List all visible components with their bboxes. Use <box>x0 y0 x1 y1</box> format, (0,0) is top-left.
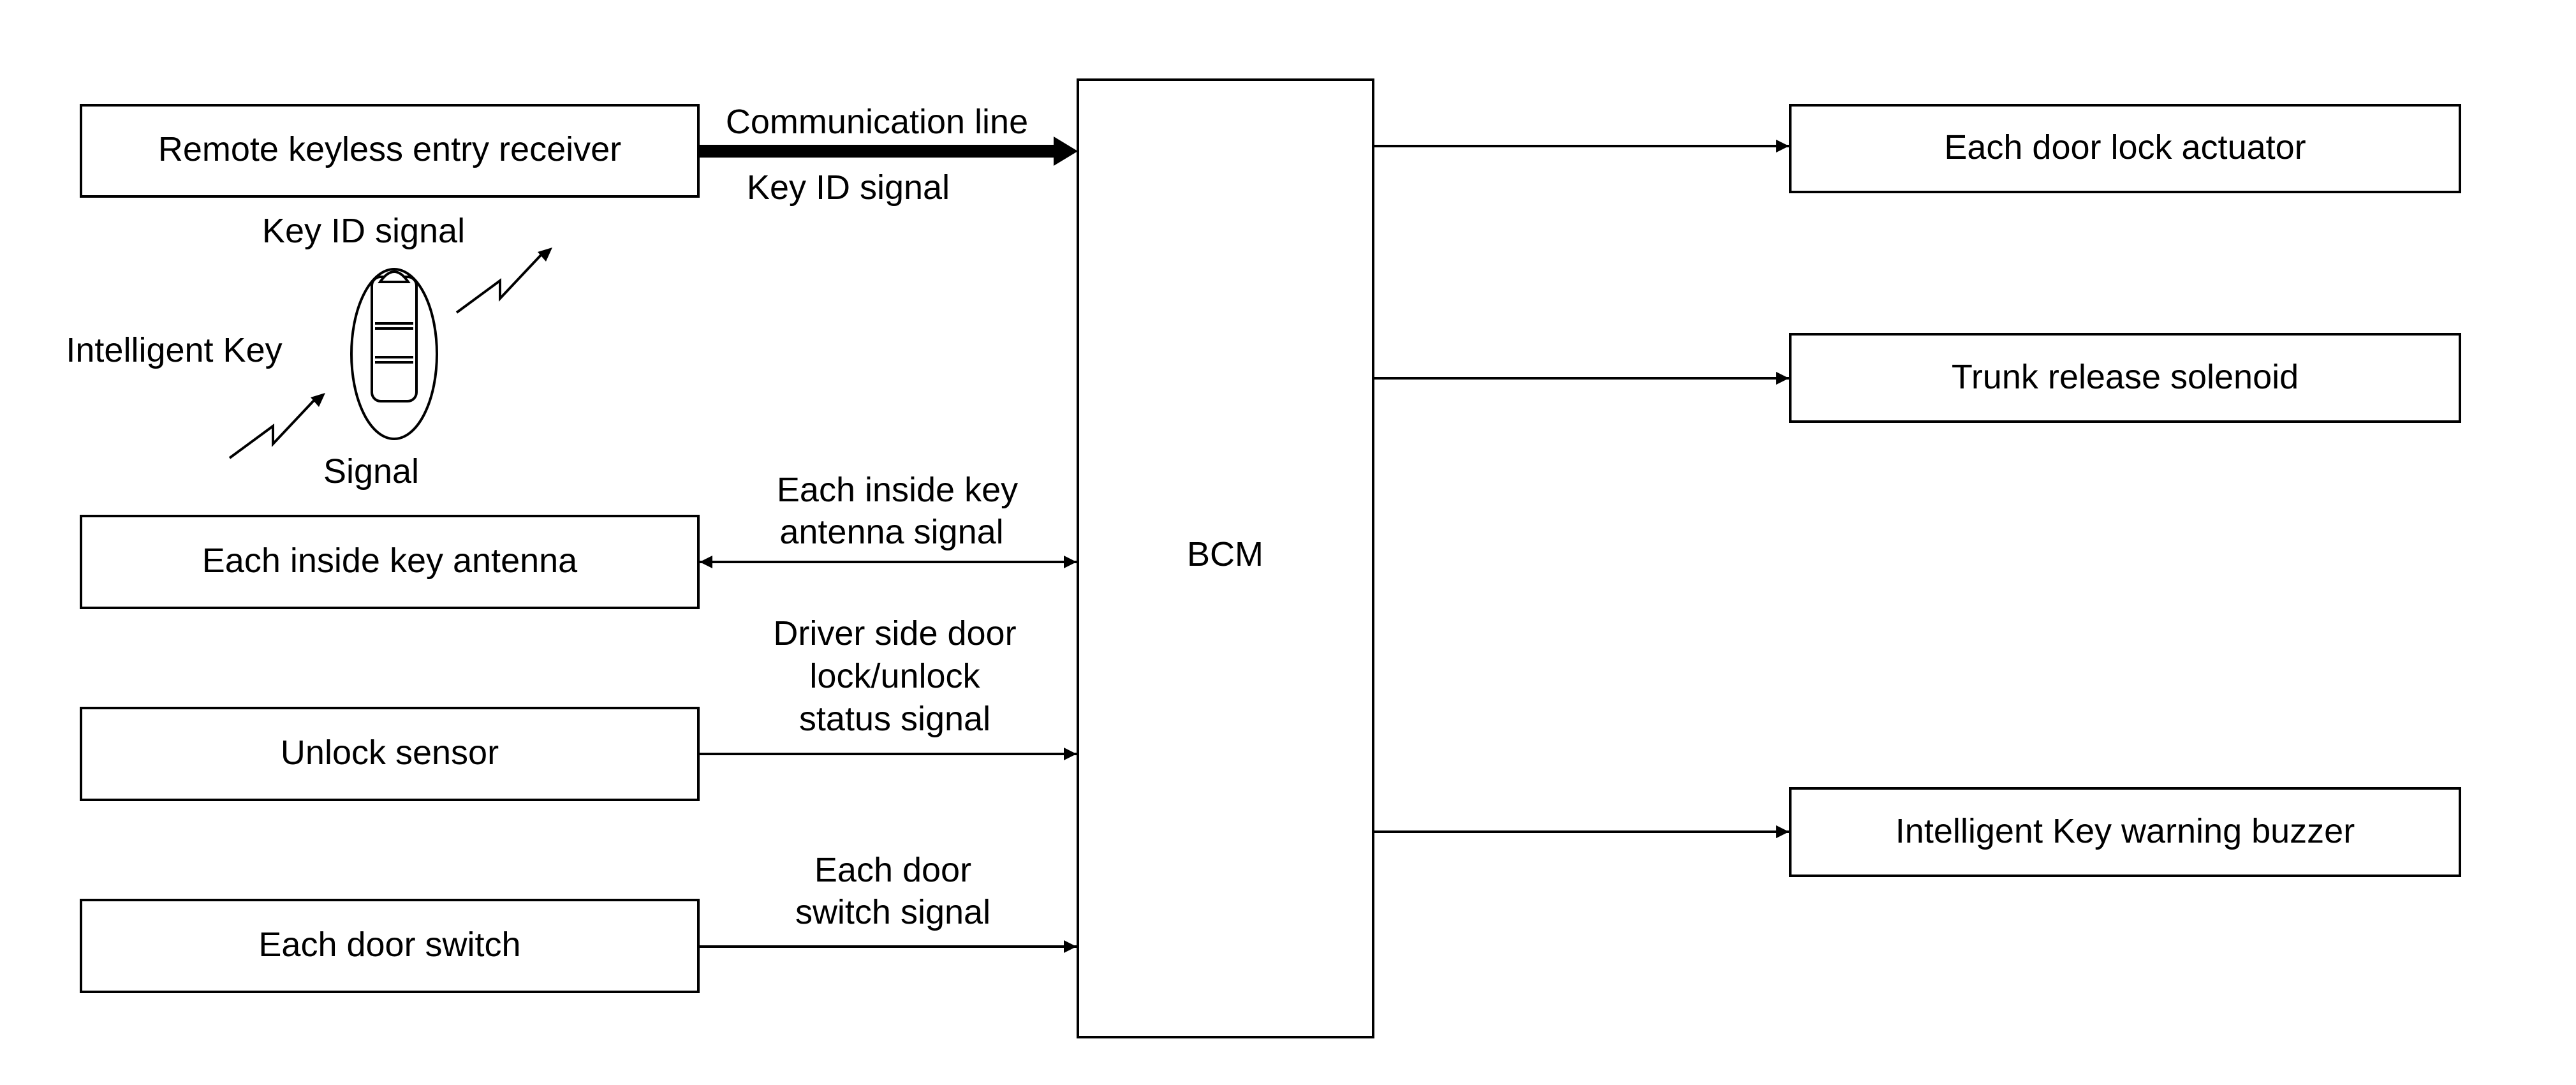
door-switch-box: Each door switch <box>80 899 700 993</box>
door-lock-actuator-label: Each door lock actuator <box>1944 128 2306 166</box>
door-switch-signal-label-line1: Each door <box>814 851 971 889</box>
door-lock-actuator-box: Each door lock actuator <box>1789 104 2461 193</box>
unlock-status-label-line2: lock/unlock <box>809 657 980 695</box>
warning-buzzer-box: Intelligent Key warning buzzer <box>1789 787 2461 877</box>
remote-keyless-entry-receiver-label: Remote keyless entry receiver <box>158 130 621 168</box>
key-fob-signal-label: Signal <box>323 452 419 491</box>
trunk-release-solenoid-label: Trunk release solenoid <box>1952 358 2299 396</box>
unlock-status-label-line3: status signal <box>799 700 990 738</box>
incoming-signal-zigzag-icon <box>228 393 325 459</box>
door-switch-label: Each door switch <box>258 926 520 964</box>
unlock-sensor-label: Unlock sensor <box>281 734 499 772</box>
unlock-sensor-box: Unlock sensor <box>80 707 700 801</box>
antenna-signal-label-line1: Each inside key <box>777 471 1018 509</box>
key-fob-key-id-label: Key ID signal <box>262 212 465 250</box>
inside-key-antenna-box: Each inside key antenna <box>80 515 700 609</box>
intelligent-key-fob-icon <box>350 268 438 440</box>
bcm-block: BCM <box>1077 78 1374 1038</box>
outgoing-key-id-zigzag-icon <box>455 247 552 314</box>
unlock-status-label-line1: Driver side door <box>773 614 1016 653</box>
trunk-release-solenoid-box: Trunk release solenoid <box>1789 333 2461 423</box>
communication-line-label: Communication line <box>726 103 1028 141</box>
warning-buzzer-label: Intelligent Key warning buzzer <box>1895 812 2355 850</box>
door-switch-signal-label-line2: switch signal <box>795 893 990 931</box>
bcm-label: BCM <box>1187 535 1263 573</box>
key-id-signal-label: Key ID signal <box>747 168 950 207</box>
communication-line-arrowhead <box>1054 137 1078 166</box>
remote-keyless-entry-receiver-box: Remote keyless entry receiver <box>80 104 700 198</box>
inside-key-antenna-label: Each inside key antenna <box>202 542 578 580</box>
key-fob-name-label: Intelligent Key <box>66 331 282 369</box>
antenna-signal-label-line2: antenna signal <box>779 513 1003 551</box>
